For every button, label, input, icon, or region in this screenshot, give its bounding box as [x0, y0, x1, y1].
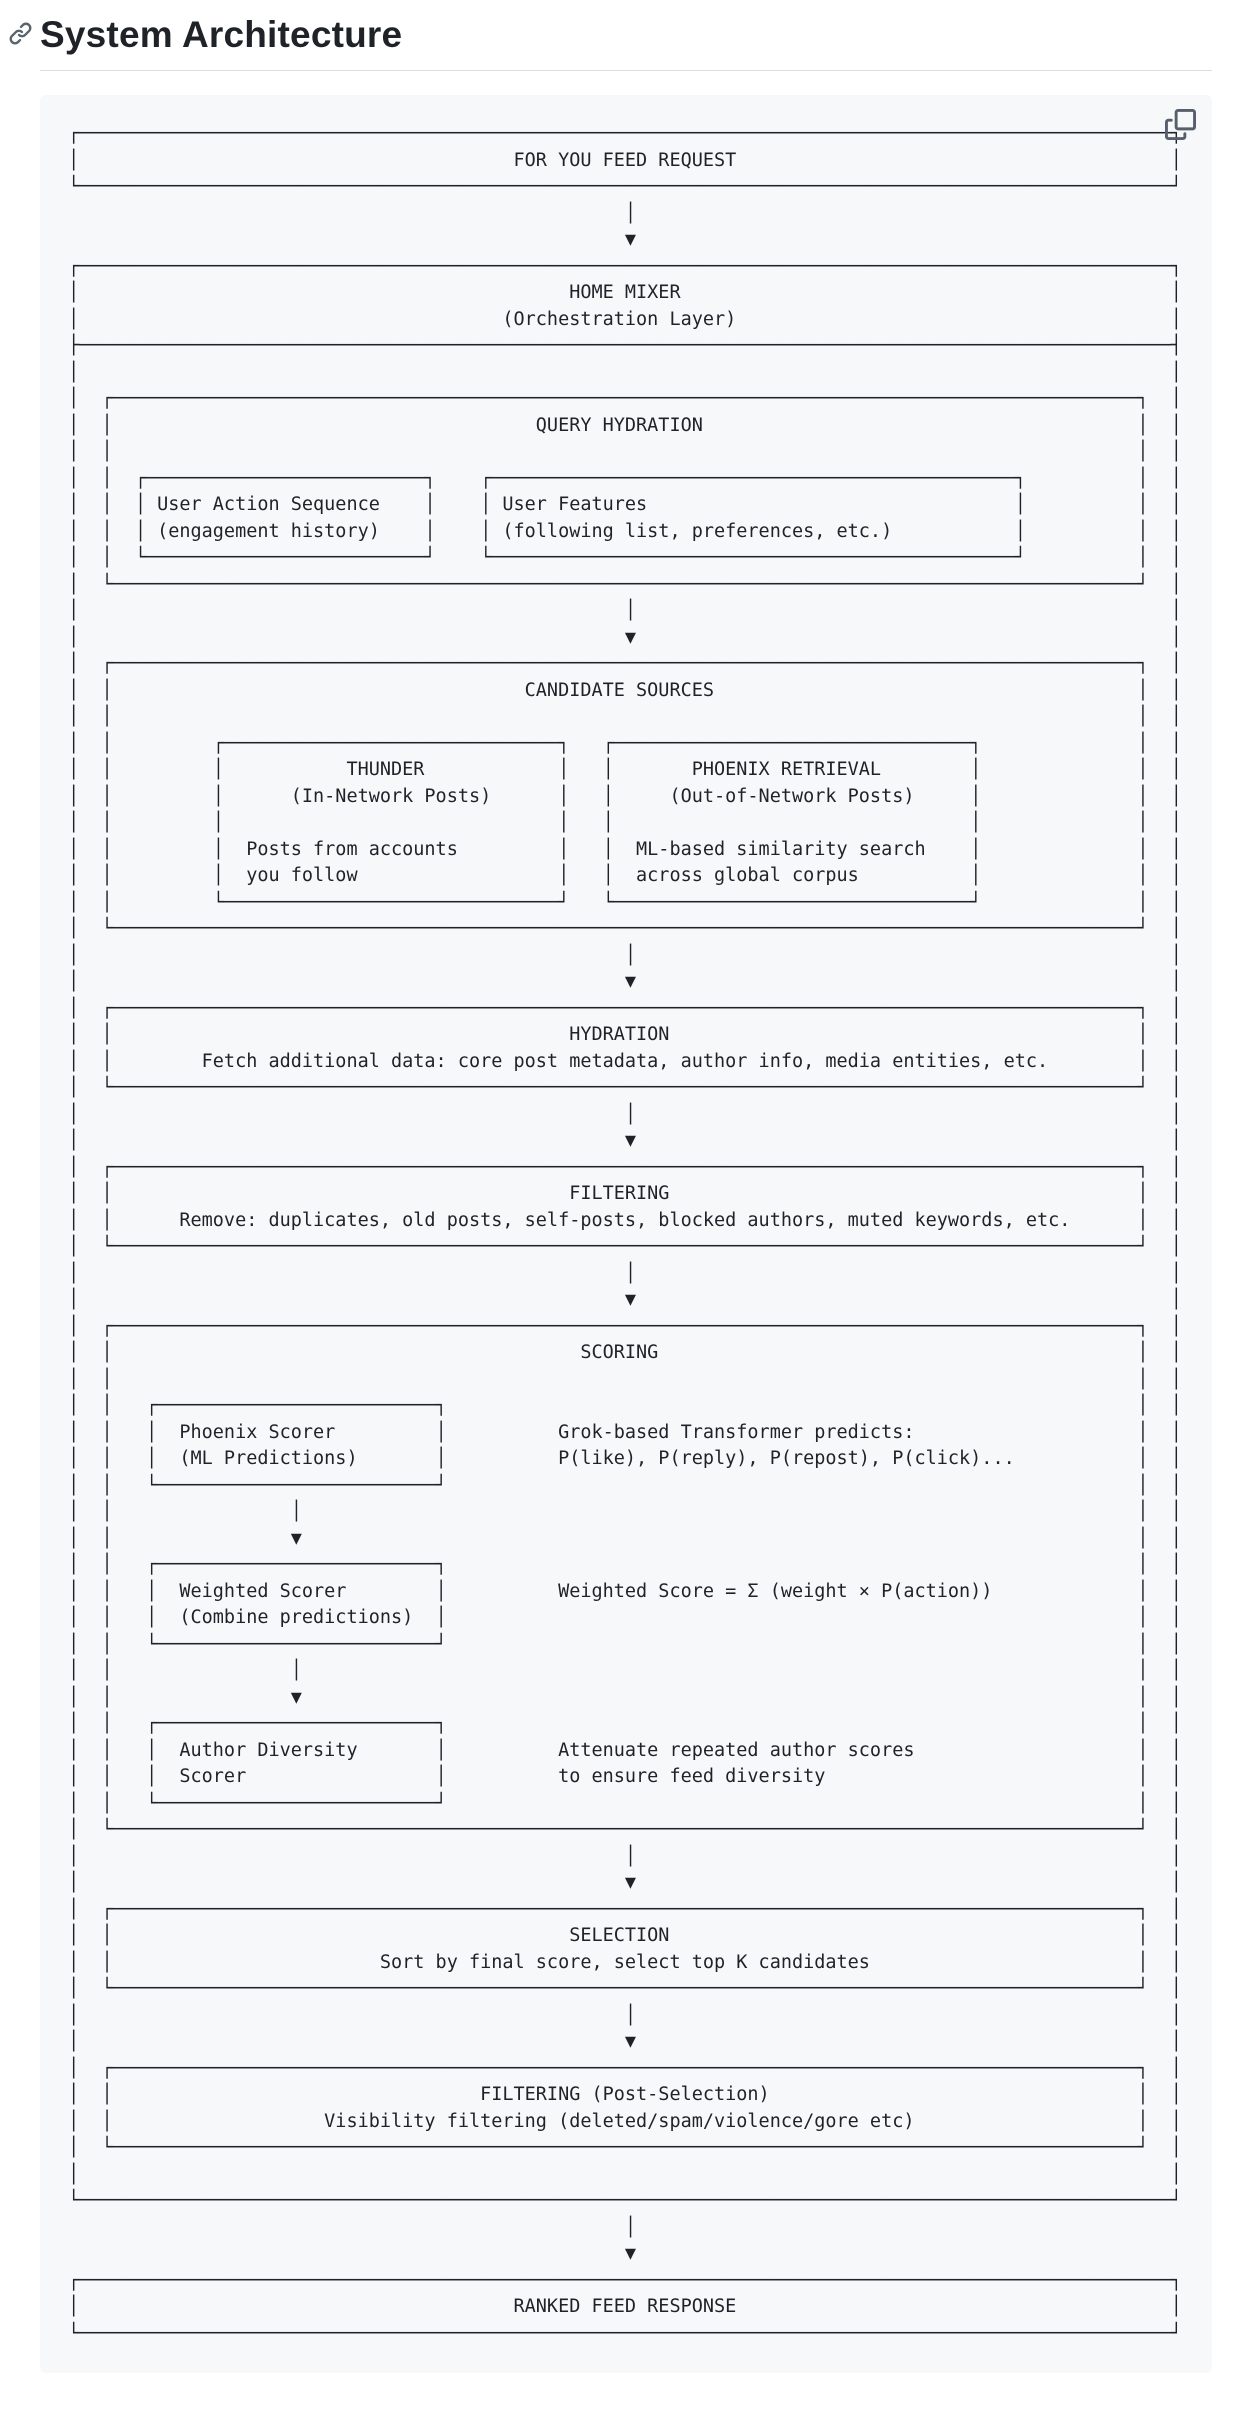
ascii-architecture-diagram: ┌───────────────────────────────────────…: [68, 123, 1182, 2344]
heading-anchor-link[interactable]: [8, 21, 33, 46]
readme-content: System Architecture ┌───────────────────…: [9, 12, 1212, 2374]
copy-icon: [1165, 109, 1196, 141]
copy-button[interactable]: [1161, 105, 1200, 144]
page-title-text: System Architecture: [40, 14, 403, 55]
link-icon: [9, 22, 32, 45]
code-block: ┌───────────────────────────────────────…: [40, 95, 1212, 2374]
page-title: System Architecture: [9, 12, 1212, 72]
